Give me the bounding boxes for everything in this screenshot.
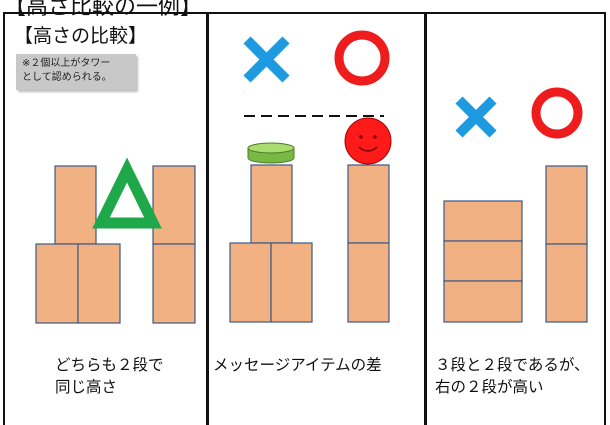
cap-item-icon <box>248 143 294 163</box>
caption: メッセージアイテムの差 <box>213 354 382 376</box>
note-line: として認められる。 <box>22 71 130 85</box>
caption: どちらも２段で 同じ高さ <box>55 354 164 398</box>
block <box>348 243 389 322</box>
caption-line: 右の２段が高い <box>435 376 590 398</box>
block <box>78 244 120 323</box>
block <box>546 244 587 322</box>
caption-line: メッセージアイテムの差 <box>213 354 382 376</box>
cross-icon <box>459 100 493 134</box>
block <box>444 281 522 322</box>
caption-line: どちらも２段で <box>55 354 164 376</box>
circle-icon <box>339 35 385 81</box>
caption: ３段と２段であるが、 右の２段が高い <box>435 354 590 398</box>
block <box>546 166 587 244</box>
caption-line: ３段と２段であるが、 <box>435 354 590 376</box>
triangle-icon <box>101 170 153 223</box>
block <box>55 166 96 244</box>
block <box>444 201 522 241</box>
caption-line: 同じ高さ <box>55 376 164 398</box>
note-line: ※２個以上がタワー <box>22 57 130 71</box>
panel-title: 【高さの比較】 <box>14 21 147 48</box>
circle-icon <box>536 92 578 134</box>
block <box>251 165 292 243</box>
block <box>230 243 271 322</box>
panel-same-height: 【高さの比較】 ※２個以上がタワー として認められる。 どちらも２段で 同じ高さ <box>5 13 206 425</box>
block <box>348 165 389 243</box>
block <box>153 244 195 323</box>
block <box>271 243 312 322</box>
block <box>153 166 195 244</box>
panel-message-item: メッセージアイテムの差 <box>209 13 424 425</box>
ball-face-icon <box>345 118 391 164</box>
note-box: ※２個以上がタワー として認められる。 <box>16 54 136 90</box>
block <box>444 241 522 281</box>
cross-icon <box>247 40 286 79</box>
panel-tier-comparison: ３段と２段であるが、 右の２段が高い <box>427 13 604 425</box>
block <box>36 244 78 323</box>
